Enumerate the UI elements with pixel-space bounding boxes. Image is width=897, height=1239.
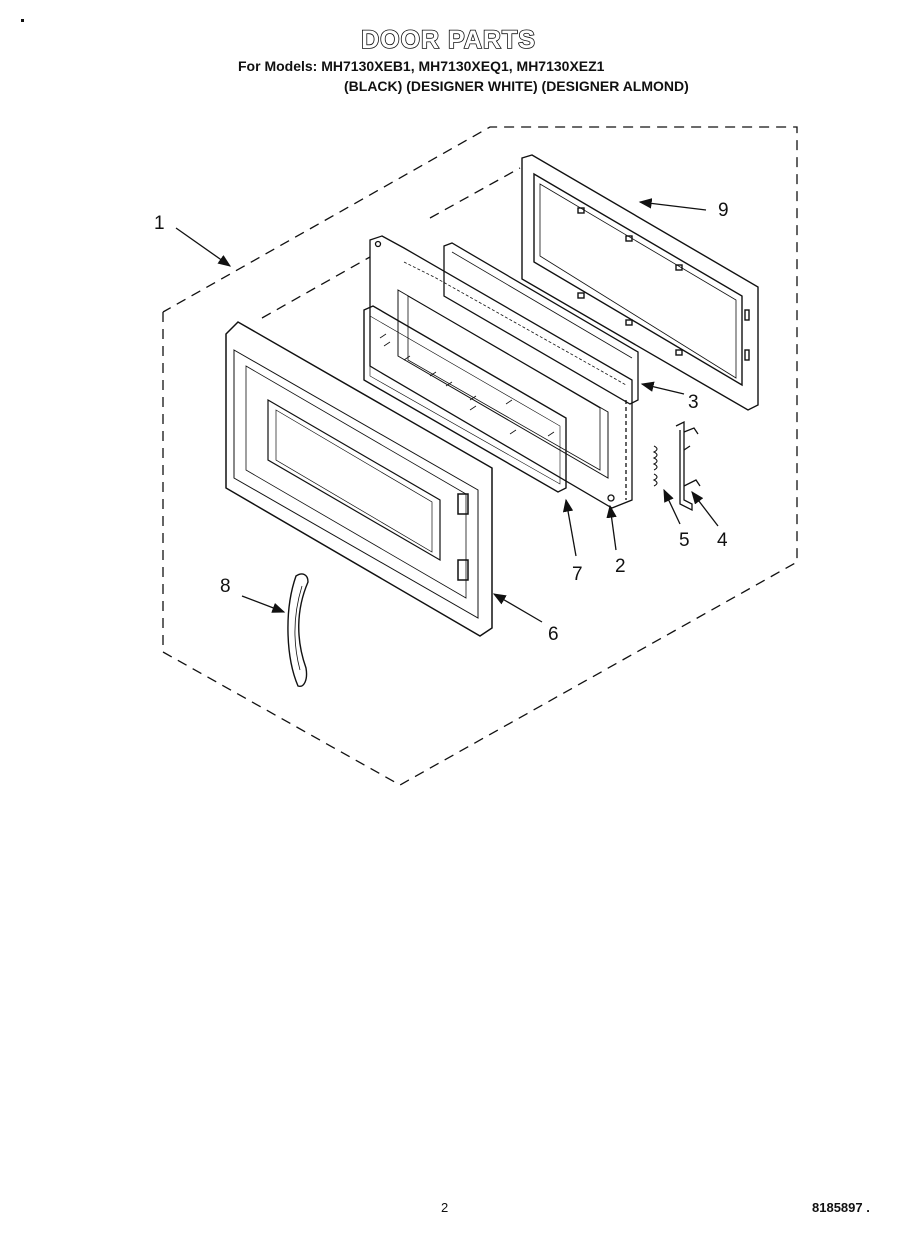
part-2-door-frame <box>369 235 633 509</box>
assembly-boundary <box>162 126 798 786</box>
callout-5: 5 <box>679 530 690 551</box>
leader-lines <box>175 198 719 623</box>
callout-9: 9 <box>718 200 729 221</box>
page-title: DOOR PARTS <box>360 25 536 55</box>
callout-1: 1 <box>154 213 165 234</box>
callout-4: 4 <box>717 530 728 551</box>
part-6-outer-door <box>225 321 493 637</box>
callout-8: 8 <box>220 576 231 597</box>
callout-6: 6 <box>548 624 559 645</box>
callout-2: 2 <box>615 556 626 577</box>
part-5-spring <box>652 445 658 487</box>
part-8-handle <box>287 573 309 687</box>
models-line: For Models: MH7130XEB1, MH7130XEQ1, MH71… <box>238 58 605 74</box>
part-3-inner-panel <box>443 242 639 405</box>
part-7-glass-panel <box>363 305 567 493</box>
part-9-choke-frame <box>521 154 759 411</box>
document-number: 8185897 . <box>812 1200 870 1215</box>
colors-line: (BLACK) (DESIGNER WHITE) (DESIGNER ALMON… <box>344 78 689 94</box>
page-number: 2 <box>441 1200 449 1215</box>
stray-dot <box>21 19 24 22</box>
callout-3: 3 <box>688 392 699 413</box>
callout-7: 7 <box>572 564 583 585</box>
